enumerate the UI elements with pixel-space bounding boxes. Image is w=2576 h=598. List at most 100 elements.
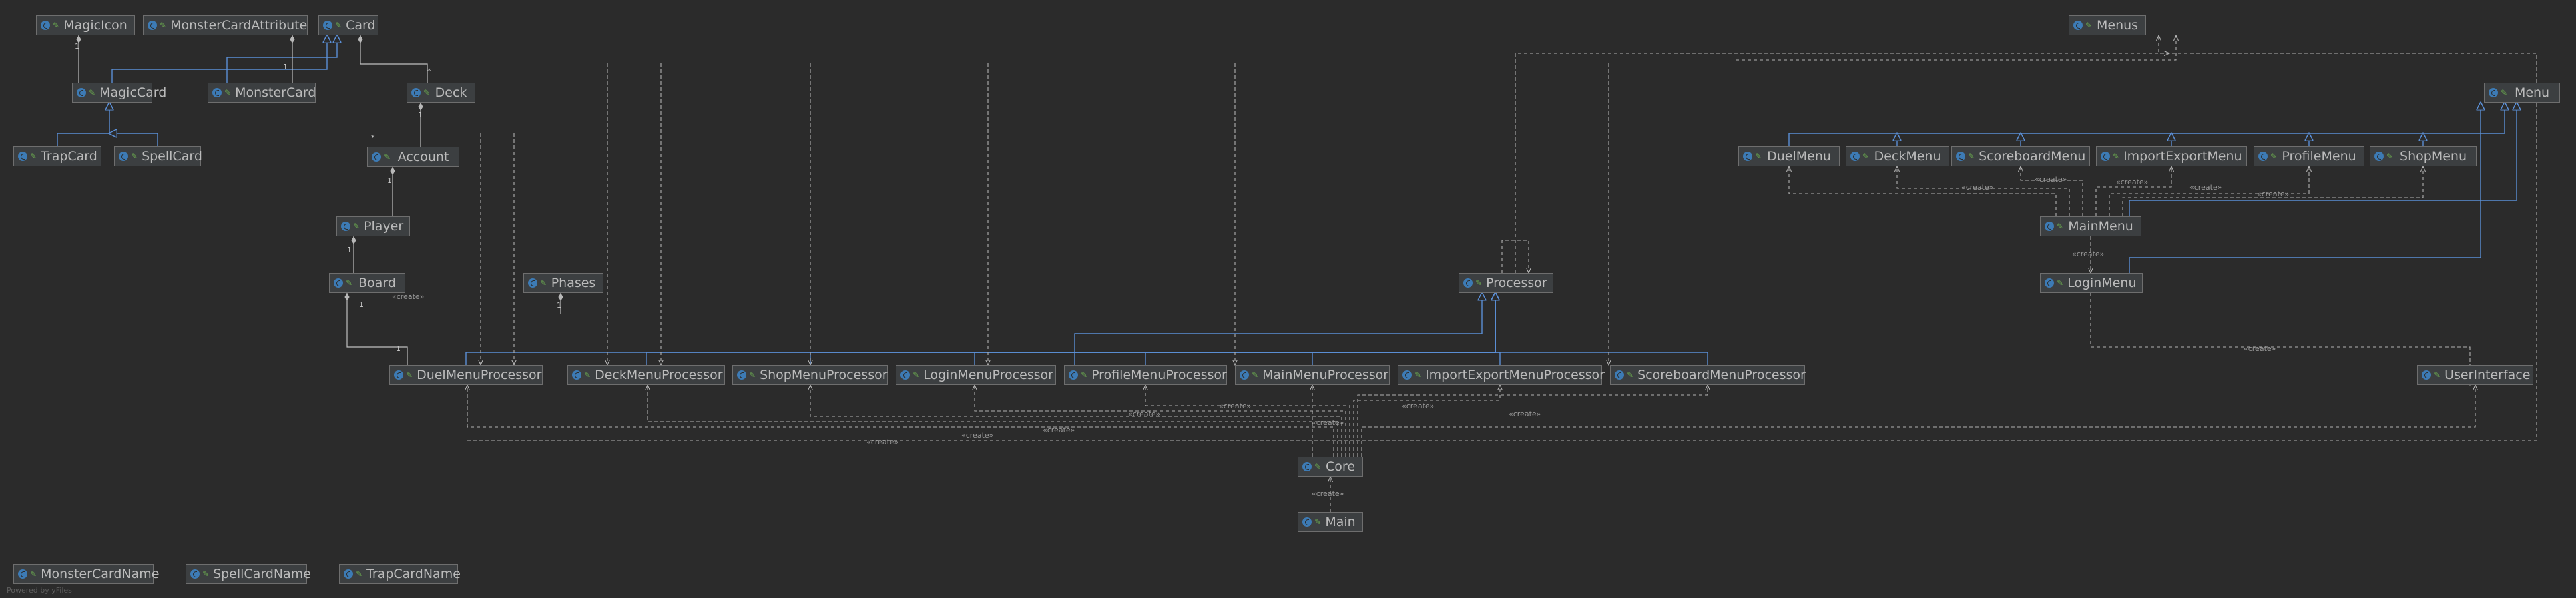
dep-core-scoreboard (1357, 385, 1708, 457)
class-phases[interactable]: ✎Phases (523, 273, 603, 293)
class-icon (372, 152, 381, 162)
class-profilemenu[interactable]: ✎ProfileMenu (2254, 146, 2364, 166)
class-magicicon[interactable]: ✎MagicIcon (36, 15, 135, 35)
class-deckmenuprocessor[interactable]: ✎DeckMenuProcessor (567, 365, 725, 385)
class-monstercardname[interactable]: ✎MonsterCardName (13, 564, 159, 584)
visibility-icon: ✎ (584, 370, 591, 380)
create-label: «create» (866, 438, 899, 446)
visibility-icon: ✎ (1755, 152, 1762, 161)
class-name: ScoreboardMenuProcessor (1637, 368, 1806, 382)
class-menus[interactable]: ✎Menus (2069, 15, 2146, 35)
visibility-icon: ✎ (2085, 21, 2093, 30)
class-magiccard[interactable]: ✎MagicCard (72, 83, 166, 103)
visibility-icon: ✎ (356, 569, 363, 579)
create-label: «create» (1312, 489, 1344, 498)
inherit-duelmenu-menu (1788, 103, 2505, 146)
class-duelmenuprocessor[interactable]: ✎ DuelMenuProcessor (389, 365, 543, 385)
multiplicity: 1 (283, 63, 288, 71)
class-player[interactable]: ✎Player (336, 216, 410, 236)
dep-core-deck (648, 385, 1338, 457)
class-icon (411, 88, 421, 97)
class-board[interactable]: ✎Board (329, 273, 405, 293)
class-spellcardname[interactable]: ✎SpellCardName (186, 564, 311, 584)
class-main[interactable]: ✎Main (1298, 512, 1363, 532)
class-duelmenu[interactable]: ✎DuelMenu (1738, 146, 1840, 166)
class-icon (528, 278, 537, 288)
class-userinterface[interactable]: ✎UserInterface (2417, 365, 2533, 385)
create-label: «create» (2116, 178, 2149, 186)
visibility-icon: ✎ (406, 370, 413, 380)
visibility-icon: ✎ (1475, 278, 1483, 288)
class-loginmenuprocessor[interactable]: ✎LoginMenuProcessor (896, 365, 1056, 385)
visibility-icon: ✎ (2113, 152, 2120, 161)
class-icon (1743, 152, 1752, 161)
inherit-processor-4 (1145, 293, 1495, 365)
class-name: Deck (435, 85, 467, 100)
class-icon (18, 152, 27, 161)
class-loginmenu[interactable]: ✎LoginMenu (2040, 273, 2143, 293)
class-importexportmenuprocessor[interactable]: ✎ImportExportMenuProcessor (1398, 365, 1605, 385)
inherit-processor-6 (1495, 293, 1501, 365)
class-name: TrapCard (41, 149, 97, 164)
class-name: ScoreboardMenu (1979, 149, 2086, 164)
visibility-icon: ✎ (1081, 370, 1088, 380)
create-label: «create» (392, 292, 425, 301)
class-shopmenu[interactable]: ✎ShopMenu (2370, 146, 2477, 166)
class-shopmenuprocessor[interactable]: ✎ShopMenuProcessor (732, 365, 888, 385)
class-processor[interactable]: ✎Processor (1459, 273, 1553, 293)
class-trapcardname[interactable]: ✎TrapCardName (339, 564, 461, 584)
inherit-loginmenu-menu (2129, 103, 2481, 273)
class-monstercard[interactable]: ✎MonsterCard (208, 83, 316, 103)
dep-core-duel (467, 385, 1334, 457)
dep-menu-menus (1736, 35, 2176, 61)
class-monstercardattribute[interactable]: ✎MonsterCardAttribute (143, 15, 308, 35)
class-name: ShopMenuProcessor (760, 368, 888, 382)
class-icon (212, 88, 222, 97)
class-core[interactable]: ✎Core (1298, 457, 1363, 477)
dep-core-login (975, 385, 1346, 457)
visibility-icon: ✎ (131, 152, 138, 161)
class-profilemenuprocessor[interactable]: ✎ProfileMenuProcessor (1064, 365, 1227, 385)
class-name: Main (1325, 515, 1356, 529)
visibility-icon: ✎ (1314, 462, 1322, 471)
class-scoreboardmenu[interactable]: ✎ScoreboardMenu (1951, 146, 2090, 166)
class-icon (77, 88, 86, 97)
multiplicity: 1 (418, 111, 423, 119)
class-importexportmenu[interactable]: ✎ImportExportMenu (2096, 146, 2247, 166)
inherit-mainmenu-menu (2129, 103, 2517, 216)
class-icon (572, 370, 581, 380)
class-spellcard[interactable]: ✎SpellCard (114, 146, 202, 166)
inherit-processors-processor (1074, 293, 1482, 365)
class-name: MonsterCardAttribute (170, 18, 308, 33)
class-mainmenu[interactable]: ✎MainMenu (2040, 216, 2141, 236)
class-icon (1463, 278, 1473, 288)
visibility-icon: ✎ (53, 21, 60, 30)
class-deck[interactable]: ✎Deck (407, 83, 475, 103)
class-icon (18, 569, 27, 579)
class-card[interactable]: ✎Card (318, 15, 378, 35)
class-scoreboardmenuprocessor[interactable]: ✎ScoreboardMenuProcessor (1610, 365, 1806, 385)
class-mainmenuprocessor[interactable]: ✎MainMenuProcessor (1235, 365, 1390, 385)
class-menu[interactable]: ✎Menu (2484, 83, 2560, 103)
dep-main-duel (1789, 166, 2057, 216)
class-icon (344, 569, 353, 579)
visibility-icon: ✎ (2270, 152, 2278, 161)
assoc-board-duel (344, 293, 408, 365)
create-label: «create» (961, 431, 994, 440)
visibility-icon: ✎ (335, 21, 342, 30)
dep-main-profile (2109, 166, 2309, 216)
visibility-icon: ✎ (2501, 88, 2508, 97)
class-deckmenu[interactable]: ✎DeckMenu (1846, 146, 1949, 166)
class-icon (2489, 88, 2498, 97)
class-name: DuelMenuProcessor (417, 368, 542, 382)
dep-core-ui (1361, 385, 2475, 457)
visibility-icon: ✎ (1627, 370, 1634, 380)
create-label: «create» (1509, 410, 1541, 418)
multiplicity: 1 (359, 300, 364, 309)
dep-main-deck (1897, 166, 2070, 216)
visibility-icon: ✎ (160, 21, 167, 30)
class-account[interactable]: ✎Account (367, 147, 459, 167)
create-label: «create» (1128, 410, 1161, 418)
class-trapcard[interactable]: ✎TrapCard (13, 146, 101, 166)
